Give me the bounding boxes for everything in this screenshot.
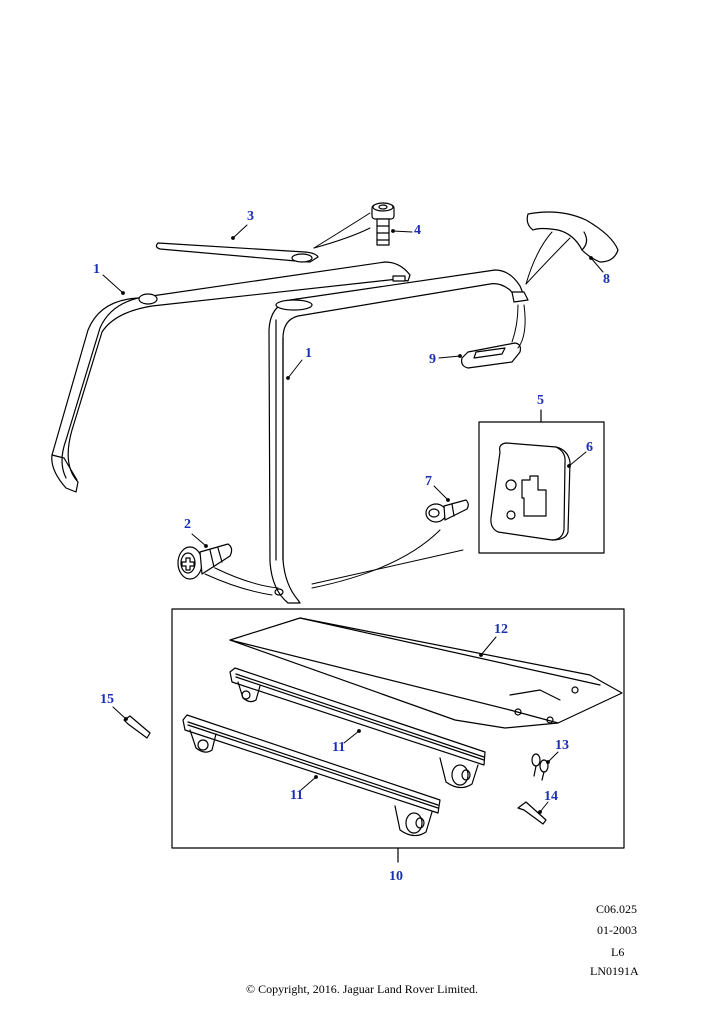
illustration-code: LN0191A <box>590 964 639 978</box>
rack-bar-lower <box>183 715 440 836</box>
callout-7: 7 <box>425 474 432 489</box>
rack-bar-upper <box>230 668 485 788</box>
keys <box>532 754 548 780</box>
rack-panel <box>230 618 622 728</box>
callout-11-lower: 11 <box>290 788 304 803</box>
callout-1-right: 1 <box>305 346 312 361</box>
reference-code: C06.025 <box>596 902 638 916</box>
bolt-2 <box>178 544 232 579</box>
callout-10: 10 <box>389 869 403 884</box>
trim-strip <box>156 243 318 262</box>
grommet <box>462 343 521 368</box>
reference-date: 01-2003 <box>597 923 637 937</box>
callout-8: 8 <box>603 272 610 287</box>
callout-11-upper: 11 <box>332 740 346 755</box>
callout-14: 14 <box>544 789 558 804</box>
callout-2: 2 <box>184 517 191 532</box>
roof-rail-right <box>269 270 528 603</box>
callout-1-left: 1 <box>93 262 100 277</box>
callout-6: 6 <box>586 440 593 455</box>
allen-key-14 <box>518 802 546 824</box>
end-cap <box>527 212 618 262</box>
callout-12: 12 <box>494 622 508 637</box>
roof-rail-left <box>52 262 410 492</box>
reference-line: L6 <box>611 945 625 959</box>
allen-key-15 <box>124 716 150 738</box>
copyright-notice: © Copyright, 2016. Jaguar Land Rover Lim… <box>245 982 479 996</box>
screw-4 <box>372 203 394 245</box>
leader-lines <box>103 213 603 813</box>
callout-13: 13 <box>555 738 569 753</box>
callout-15: 15 <box>100 692 114 707</box>
bolt-7 <box>426 500 468 522</box>
callout-4: 4 <box>414 223 421 238</box>
latch-box <box>479 410 604 553</box>
callout-5: 5 <box>537 393 544 408</box>
callout-9: 9 <box>429 352 436 367</box>
callout-3: 3 <box>247 209 254 224</box>
